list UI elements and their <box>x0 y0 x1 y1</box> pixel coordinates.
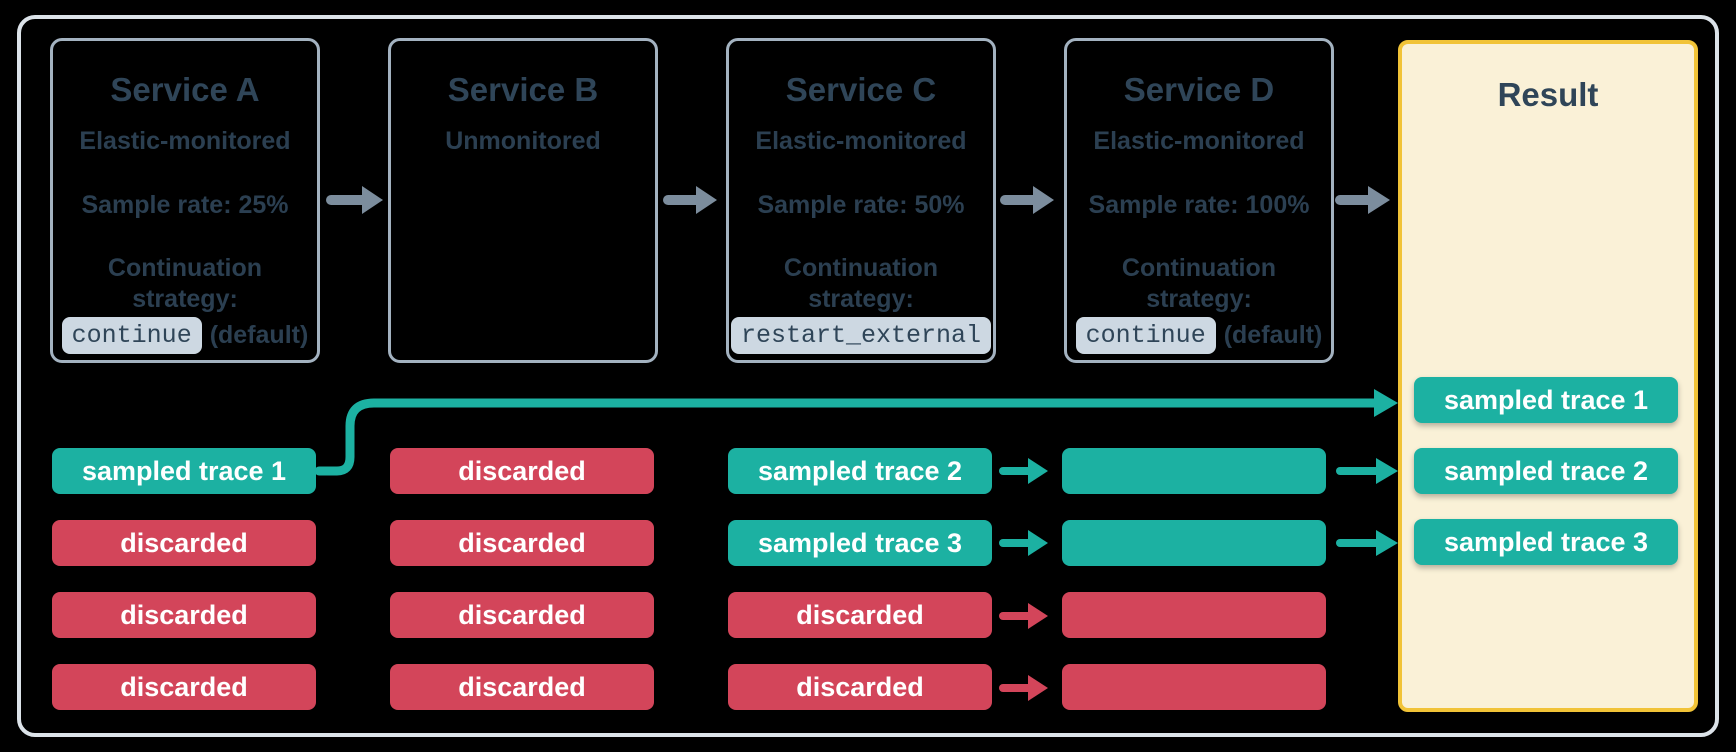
service-d-title: Service D <box>1123 71 1275 108</box>
service-d-monitoring: Elastic-monitored <box>1093 127 1305 155</box>
service-a-title: Service A <box>110 71 260 108</box>
service-c-monitoring: Elastic-monitored <box>755 127 967 155</box>
service-d-strategy-code-chip: continue <box>1075 316 1216 354</box>
trace-bar <box>1062 448 1326 494</box>
result-trace-chip: sampled trace 2 <box>1414 448 1678 494</box>
service-c-sample-rate: Sample rate: 50% <box>757 191 965 219</box>
service-a-continuation-label: Continuation strategy: <box>107 254 263 313</box>
service-c-trace-column: sampled trace 2 sampled trace 3 discarde… <box>728 448 992 710</box>
trace-chip: sampled trace 1 <box>52 448 316 494</box>
service-a-strategy-note: (default) <box>209 320 309 349</box>
trace-bar <box>1062 592 1326 638</box>
service-d-strategy-row: continue (default) <box>1067 315 1331 355</box>
service-b-box: Service B Unmonitored <box>388 38 658 363</box>
trace-chip: discarded <box>390 520 654 566</box>
diagram-outer-frame <box>17 15 1719 737</box>
service-b-monitoring: Unmonitored <box>445 127 601 155</box>
service-a-trace-column: sampled trace 1 discarded discarded disc… <box>52 448 316 710</box>
result-trace-chip: sampled trace 1 <box>1414 377 1678 423</box>
service-a-sample-rate: Sample rate: 25% <box>81 191 289 219</box>
service-b-trace-column: discarded discarded discarded discarded <box>390 448 654 710</box>
service-c-continuation-label: Continuation strategy: <box>783 254 939 313</box>
trace-chip: sampled trace 2 <box>728 448 992 494</box>
trace-chip: discarded <box>390 664 654 710</box>
service-a-monitoring: Elastic-monitored <box>79 127 291 155</box>
result-title: Result <box>1497 76 1599 113</box>
trace-chip: sampled trace 3 <box>728 520 992 566</box>
trace-chip: discarded <box>52 592 316 638</box>
service-d-box: Service D Elastic-monitored Sample rate:… <box>1064 38 1334 363</box>
service-d-strategy-note: (default) <box>1223 320 1323 349</box>
trace-chip: discarded <box>728 664 992 710</box>
service-c-box: Service C Elastic-monitored Sample rate:… <box>726 38 996 363</box>
service-a-strategy-row: continue (default) <box>53 315 317 355</box>
service-d-sample-rate: Sample rate: 100% <box>1088 191 1310 219</box>
result-trace-column: sampled trace 1 sampled trace 2 sampled … <box>1414 377 1678 565</box>
service-b-title: Service B <box>447 71 599 108</box>
trace-chip: discarded <box>52 520 316 566</box>
service-d-continuation-label: Continuation strategy: <box>1121 254 1277 313</box>
result-trace-chip: sampled trace 3 <box>1414 519 1678 565</box>
service-a-strategy-code-chip: continue <box>61 316 202 354</box>
trace-bar <box>1062 520 1326 566</box>
trace-chip: discarded <box>390 592 654 638</box>
service-c-strategy-code-chip: restart_external <box>730 316 992 354</box>
trace-chip: discarded <box>728 592 992 638</box>
trace-chip: discarded <box>390 448 654 494</box>
result-box: Result <box>1398 40 1698 712</box>
trace-bar <box>1062 664 1326 710</box>
service-c-strategy-row: restart_external <box>729 315 993 355</box>
service-a-box: Service A Elastic-monitored Sample rate:… <box>50 38 320 363</box>
trace-chip: discarded <box>52 664 316 710</box>
service-c-title: Service C <box>785 71 937 108</box>
service-d-trace-column <box>1062 448 1326 710</box>
